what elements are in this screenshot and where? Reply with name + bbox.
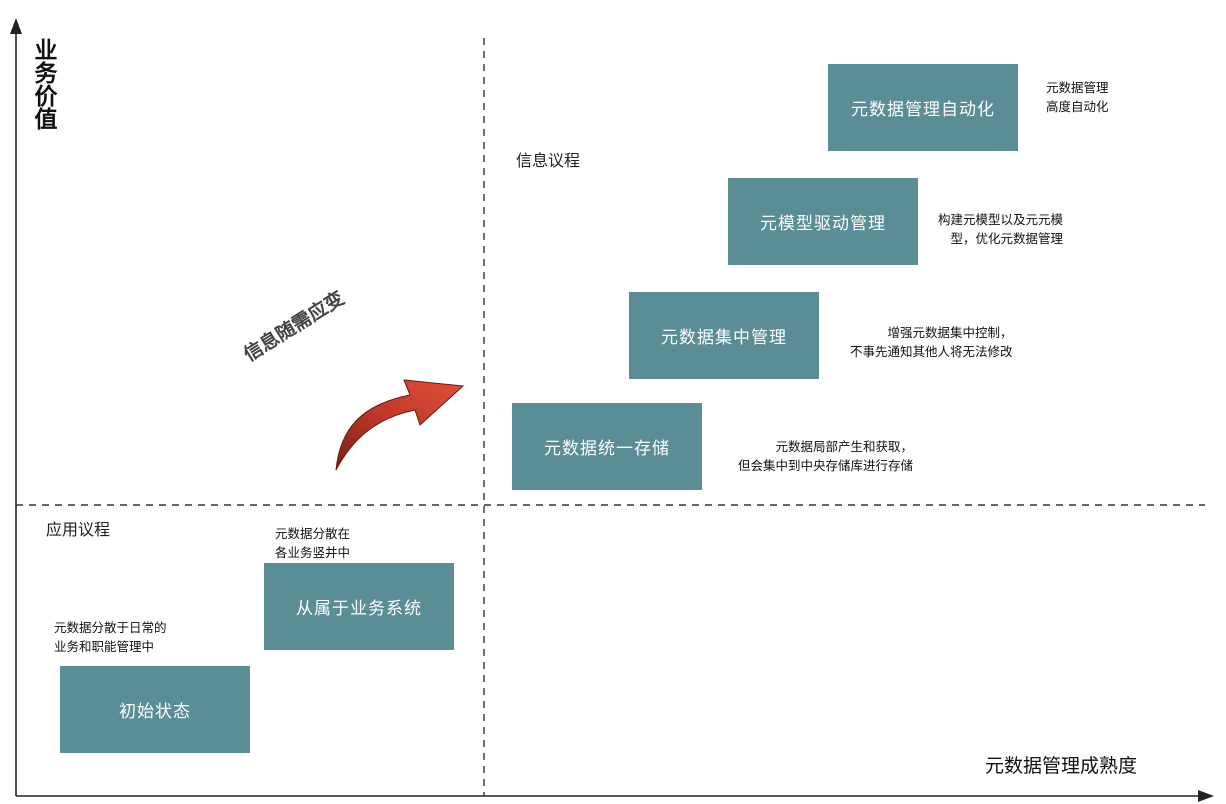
stage-name: 从属于业务系统 (296, 594, 422, 619)
description-line: 增强元数据集中控制， (850, 323, 1013, 342)
description-line: 构建元模型以及元元模 (938, 210, 1063, 229)
stage-box-unified-storage: 元数据统一存储 (512, 403, 702, 490)
x-axis-label: 元数据管理成熟度 (985, 751, 1137, 778)
y-axis-arrowhead (10, 18, 22, 34)
description-line: 型，优化元数据管理 (938, 229, 1063, 248)
application-agenda-label: 应用议程 (46, 516, 110, 540)
description-line: 元数据局部产生和获取， (738, 437, 913, 456)
stage-name: 元数据管理自动化 (851, 95, 995, 120)
stage-box-metamodel-driven: 元模型驱动管理 (728, 178, 918, 265)
stage-description-automation: 元数据管理 高度自动化 (1046, 78, 1109, 116)
description-line: 不事先通知其他人将无法修改 (850, 342, 1013, 361)
description-line: 元数据管理 (1046, 78, 1109, 97)
stage-name: 元数据集中管理 (661, 323, 787, 348)
stage-description-business-system: 元数据分散在 各业务竖井中 (275, 524, 350, 562)
description-line: 元数据分散在 (275, 524, 350, 543)
x-axis-arrowhead (1198, 790, 1214, 802)
stage-description-metamodel-driven: 构建元模型以及元元模 型，优化元数据管理 (938, 210, 1063, 248)
stage-name: 元模型驱动管理 (760, 209, 886, 234)
stage-name: 初始状态 (119, 697, 191, 722)
curved-transition-arrow-icon (336, 380, 463, 470)
information-agenda-label: 信息议程 (516, 147, 580, 171)
stage-box-initial: 初始状态 (60, 666, 250, 753)
stage-description-initial: 元数据分散于日常的 业务和职能管理中 (54, 618, 167, 656)
stage-box-automation: 元数据管理自动化 (828, 64, 1018, 151)
description-line: 业务和职能管理中 (54, 637, 167, 656)
stage-box-business-system: 从属于业务系统 (264, 563, 454, 650)
description-line: 高度自动化 (1046, 97, 1109, 116)
stage-description-centralized-management: 增强元数据集中控制， 不事先通知其他人将无法修改 (850, 323, 1013, 361)
stage-name: 元数据统一存储 (544, 434, 670, 459)
stage-description-unified-storage: 元数据局部产生和获取， 但会集中到中央存储库进行存储 (738, 437, 913, 475)
description-line: 但会集中到中央存储库进行存储 (738, 456, 913, 475)
stage-box-centralized-management: 元数据集中管理 (629, 292, 819, 379)
description-line: 各业务竖井中 (275, 543, 350, 562)
description-line: 元数据分散于日常的 (54, 618, 167, 637)
y-axis-label: 业务价值 (28, 38, 58, 130)
